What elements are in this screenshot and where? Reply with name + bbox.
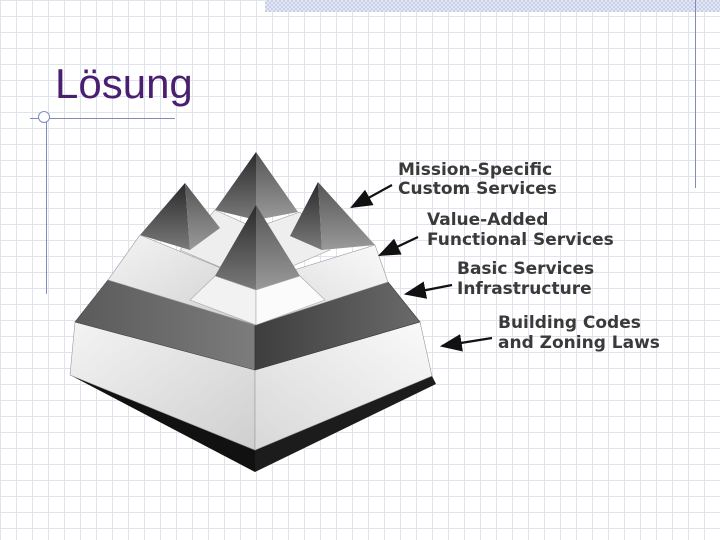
label-value-line2: Functional Services [427, 230, 614, 250]
arrow-mission [350, 184, 393, 209]
label-building-line2: and Zoning Laws [498, 333, 660, 353]
label-mission-specific: Mission-Specific Custom Services [398, 160, 557, 199]
arrow-value-added [378, 236, 419, 256]
pyramid-base-layer [70, 375, 436, 472]
pyramid-peaks-mission-specific [140, 152, 375, 326]
header-decoration-band [265, 0, 720, 12]
label-mission-line2: Custom Services [398, 179, 557, 199]
rule-junction-circle [38, 111, 50, 123]
label-basic-line1: Basic Services [457, 259, 594, 279]
right-vertical-rule [695, 0, 696, 188]
arrow-building-codes [439, 334, 493, 352]
label-basic-line2: Infrastructure [457, 279, 592, 299]
label-mission-line1: Mission-Specific [398, 160, 552, 180]
pointer-arrows [350, 184, 493, 352]
arrow-basic-services [403, 281, 453, 299]
label-basic-services: Basic Services Infrastructure [457, 259, 594, 299]
left-vertical-rule [46, 118, 47, 294]
label-value-added: Value-Added Functional Services [427, 210, 614, 250]
page-title: Lösung [55, 60, 193, 107]
label-value-line1: Value-Added [427, 210, 548, 230]
title-underline-rule [30, 118, 175, 119]
label-building-line1: Building Codes [498, 313, 641, 333]
label-building-codes: Building Codes and Zoning Laws [498, 313, 660, 353]
